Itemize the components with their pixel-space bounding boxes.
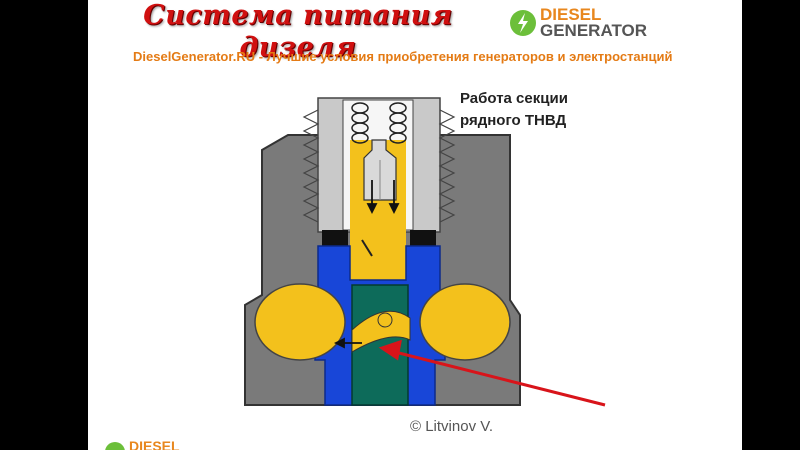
thread-left: [302, 109, 320, 223]
plunger-helix: [351, 310, 411, 353]
pointer-arrow: [378, 339, 606, 407]
brand-logo: DIESEL GENERATOR: [510, 6, 650, 42]
footer-logo-word: DIESEL: [129, 438, 180, 450]
footer-logo: DIESEL: [105, 436, 205, 450]
footer-logo-icon: [105, 442, 125, 450]
slide-subtitle: DieselGenerator.RU - Лучшие условия прио…: [133, 49, 673, 64]
diagram-caption: Работа секции рядного ТНВД: [460, 88, 600, 132]
seal-right: [410, 230, 436, 246]
fuel-gallery-right: [419, 283, 511, 361]
thread-right: [438, 109, 456, 223]
flow-arrow-left: [333, 337, 362, 349]
logo-word-diesel: DIESEL: [540, 5, 602, 24]
lightning-logo-icon: [510, 10, 536, 36]
copyright-label: © Litvinov V.: [410, 418, 494, 435]
logo-word-generator: GENERATOR: [540, 21, 648, 40]
valve-spring: [351, 102, 407, 144]
helix-ball: [377, 312, 393, 328]
caption-line-2: рядного ТНВД: [460, 112, 567, 129]
slide-title: Система питания дизеля: [143, 0, 453, 63]
flow-arrows-down: [366, 180, 400, 215]
seal-left: [322, 230, 348, 246]
caption-line-1: Работа секции: [460, 90, 568, 107]
fuel-gallery-left: [254, 283, 346, 361]
